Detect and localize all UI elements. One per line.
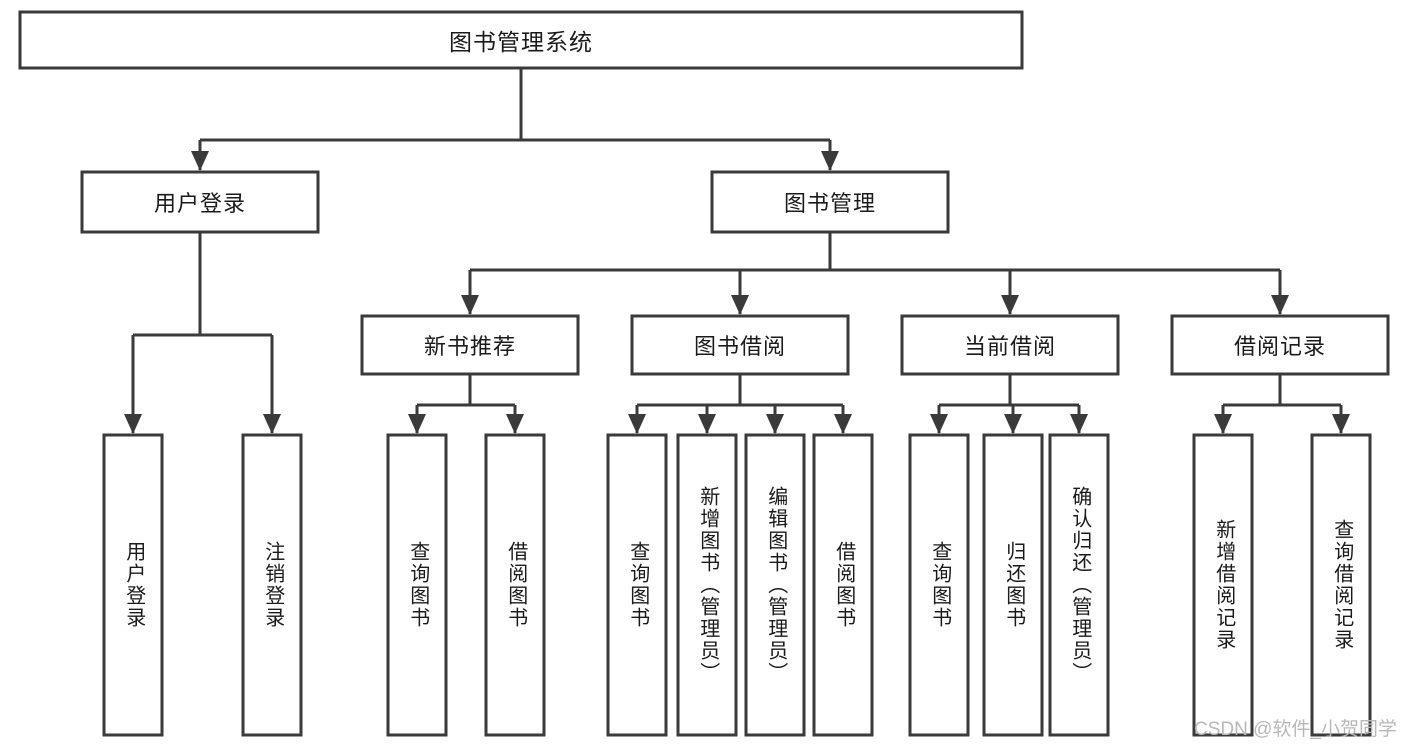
node-box-book-manage[interactable] (710, 170, 950, 234)
arrow-head-icon (1001, 295, 1019, 315)
node-box-leaf-query-record[interactable] (1310, 433, 1372, 737)
node-box-leaf-add-record[interactable] (1192, 433, 1254, 737)
arrow-head-icon (506, 414, 524, 434)
arrow-head-icon (731, 295, 749, 315)
arrow-head-icon (698, 414, 716, 434)
node-box-leaf-logout[interactable] (241, 433, 303, 737)
arrow-head-icon (930, 414, 948, 434)
arrow-head-icon (766, 414, 784, 434)
node-box-leaf-borrow-book-2[interactable] (812, 433, 874, 737)
node-box-leaf-return-book[interactable] (982, 433, 1044, 737)
arrow-head-icon (124, 414, 142, 434)
arrow-head-icon (1214, 414, 1232, 434)
node-box-leaf-edit-book[interactable] (744, 433, 806, 737)
node-box-book-borrow[interactable] (630, 314, 850, 376)
arrow-head-icon (1332, 414, 1350, 434)
arrow-head-icon (1070, 414, 1088, 434)
arrow-head-icon (628, 414, 646, 434)
arrow-head-icon (1004, 414, 1022, 434)
arrow-head-icon (1271, 295, 1289, 315)
node-box-new-book-rec[interactable] (360, 314, 580, 376)
node-box-leaf-query-book-2[interactable] (606, 433, 668, 737)
node-box-layer (18, 10, 1390, 737)
node-box-leaf-query-book-3[interactable] (908, 433, 970, 737)
connector-layer (124, 68, 1350, 434)
arrow-head-icon (461, 295, 479, 315)
arrow-head-icon (408, 414, 426, 434)
arrow-head-icon (191, 151, 209, 171)
node-box-leaf-borrow-book-1[interactable] (484, 433, 546, 737)
arrow-head-icon (834, 414, 852, 434)
node-box-leaf-add-book[interactable] (676, 433, 738, 737)
node-box-leaf-query-book-1[interactable] (386, 433, 448, 737)
node-box-borrow-record[interactable] (1170, 314, 1390, 376)
node-box-root[interactable] (18, 10, 1024, 70)
node-box-user-login[interactable] (80, 170, 320, 234)
node-box-current-borrow[interactable] (900, 314, 1120, 376)
node-box-leaf-user-login[interactable] (102, 433, 164, 737)
node-box-leaf-confirm-return[interactable] (1048, 433, 1110, 737)
arrow-head-icon (263, 414, 281, 434)
arrow-head-icon (821, 151, 839, 171)
